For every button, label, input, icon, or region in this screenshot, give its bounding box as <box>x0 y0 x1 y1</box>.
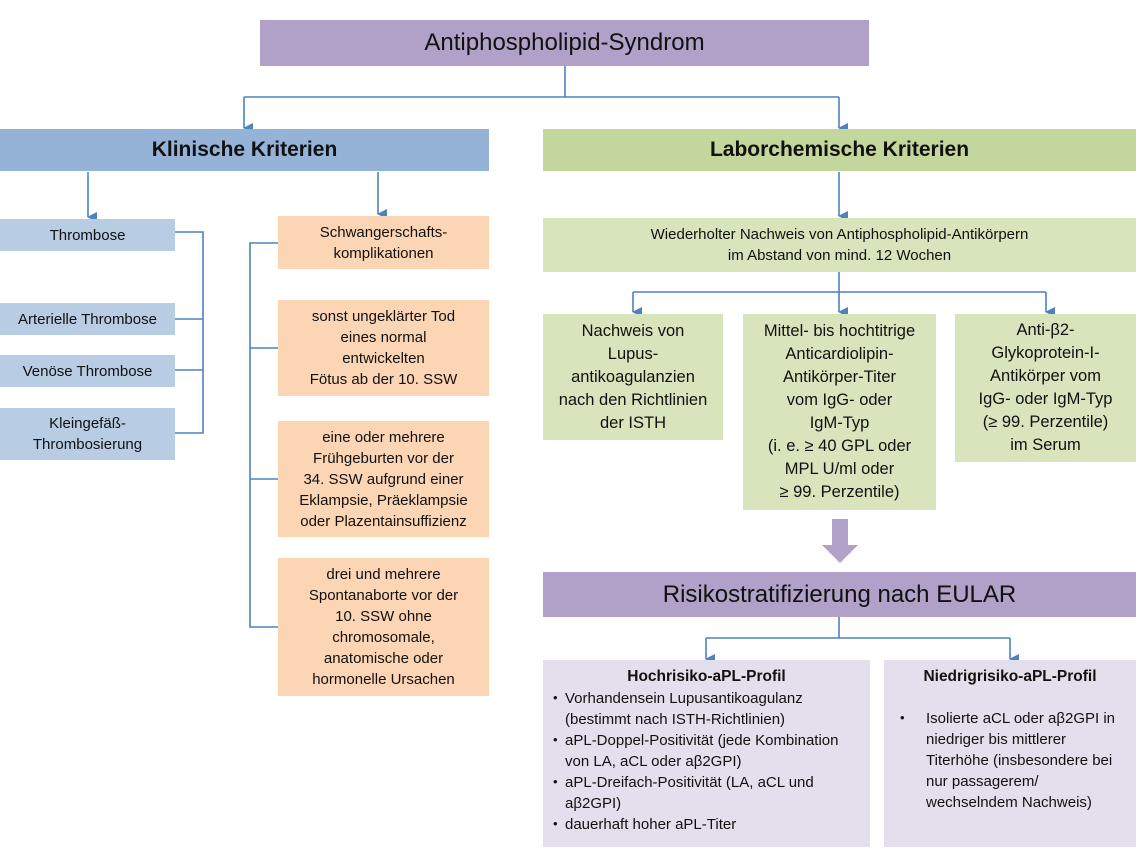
lupus-anticoagulant-box: Nachweis von Lupus- antikoagulanzien nac… <box>543 314 723 440</box>
list-item: Vorhandensein Lupusantikoagulanz (bestim… <box>553 687 838 730</box>
list-item: Isolierte aCL oder aβ2GPI in niedriger b… <box>894 707 1115 813</box>
arterial-thrombosis-box: Arterielle Thrombose <box>0 303 175 335</box>
high-risk-list: Vorhandensein Lupusantikoagulanz (bestim… <box>553 687 838 835</box>
pregnancy-bracket <box>249 242 278 628</box>
connector-top-split <box>244 66 839 98</box>
low-risk-profile-box: Niedrigrisiko-aPL-Profil Isolierte aCL o… <box>884 660 1136 847</box>
list-item: dauerhaft hoher aPL-Titer <box>553 813 838 835</box>
premature-birth-box: eine oder mehrere Frühgeburten vor der 3… <box>278 421 489 537</box>
risk-split <box>706 617 1010 639</box>
pregnancy-complications-box: Schwangerschafts- komplikationen <box>278 216 489 269</box>
spontaneous-abortion-box: drei und mehrere Spontanaborte vor der 1… <box>278 558 489 696</box>
clinical-criteria-header: Klinische Kriterien <box>0 129 489 171</box>
small-vessel-thrombosis-box: Kleingefäß- Thrombosierung <box>0 408 175 460</box>
big-arrow-down-icon <box>822 519 858 563</box>
thrombosis-bracket <box>175 231 204 434</box>
list-item: aPL-Dreifach-Positivität (LA, aCL und aβ… <box>553 771 838 814</box>
fetal-death-box: sonst ungeklärter Tod eines normal entwi… <box>278 300 489 396</box>
list-item: aPL-Doppel-Positivität (jede Kombination… <box>553 729 838 772</box>
risk-stratification-header: Risikostratifizierung nach EULAR <box>543 572 1136 617</box>
diagram-title: Antiphospholipid-Syndrom <box>260 20 869 66</box>
repeated-detection-box: Wiederholter Nachweis von Antiphospholip… <box>543 218 1136 272</box>
anti-b2-glycoprotein-box: Anti-β2- Glykoprotein-I- Antikörper vom … <box>955 314 1136 462</box>
anticardiolipin-box: Mittel- bis hochtitrige Anticardiolipin-… <box>743 314 936 510</box>
lab-split <box>633 272 1046 293</box>
high-risk-title: Hochrisiko-aPL-Profil <box>627 668 786 685</box>
low-risk-title: Niedrigrisiko-aPL-Profil <box>923 668 1097 685</box>
venous-thrombosis-box: Venöse Thrombose <box>0 355 175 387</box>
high-risk-profile-box: Hochrisiko-aPL-Profil Vorhandensein Lupu… <box>543 660 870 847</box>
thrombosis-box: Thrombose <box>0 219 175 251</box>
lab-criteria-header: Laborchemische Kriterien <box>543 129 1136 171</box>
low-risk-list: Isolierte aCL oder aβ2GPI in niedriger b… <box>894 707 1115 813</box>
